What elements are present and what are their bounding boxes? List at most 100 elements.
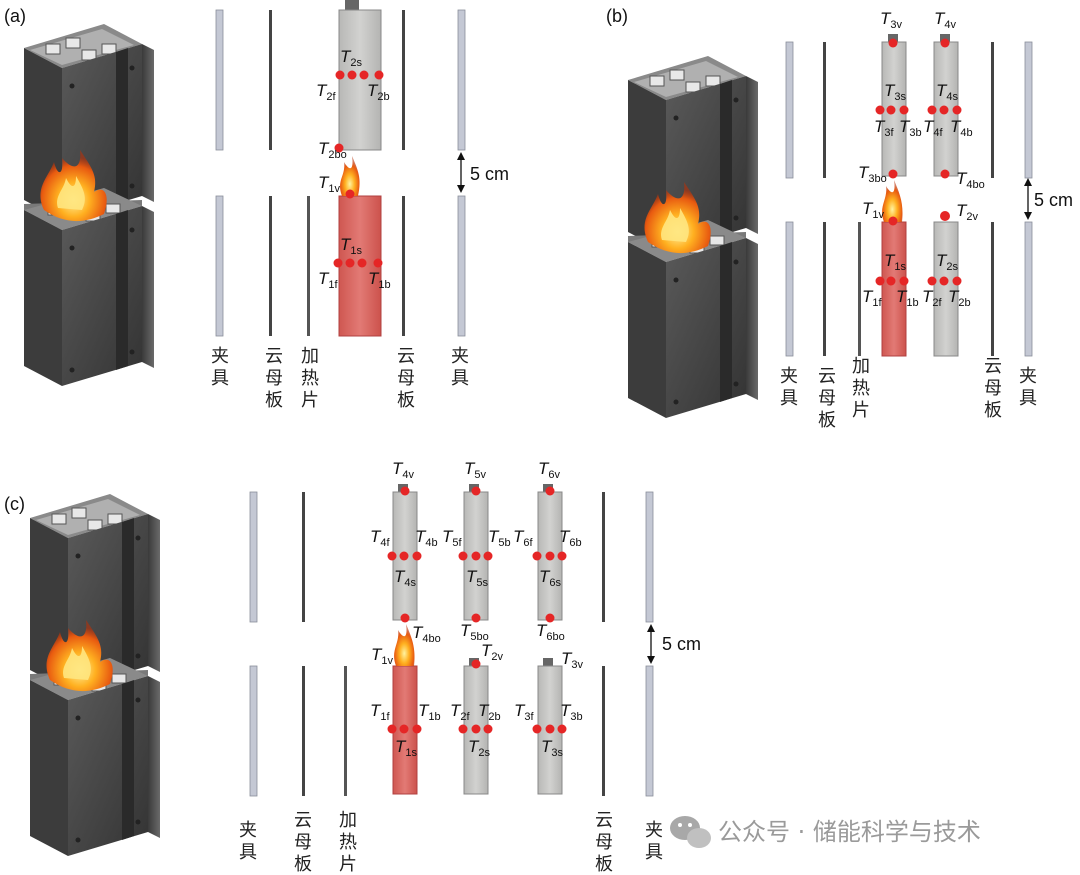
svg-text:T4bo: T4bo bbox=[412, 623, 441, 645]
svg-text:云母板: 云母板 bbox=[595, 810, 613, 875]
svg-text:T1f: T1f bbox=[370, 701, 391, 723]
svg-text:夹具: 夹具 bbox=[780, 366, 798, 409]
svg-text:T6s: T6s bbox=[539, 567, 562, 589]
svg-text:T3s: T3s bbox=[541, 737, 564, 759]
svg-text:T1s: T1s bbox=[884, 251, 907, 273]
watermark: 公众号 · 储能科学与技术 bbox=[670, 816, 981, 848]
svg-text:T3b: T3b bbox=[560, 701, 583, 723]
svg-text:T1v: T1v bbox=[862, 199, 885, 221]
svg-text:T4s: T4s bbox=[394, 567, 417, 589]
clamp-label-a-left: 夹具 bbox=[211, 346, 229, 389]
sensors-b bbox=[875, 38, 962, 286]
svg-text:云母板: 云母板 bbox=[984, 356, 1002, 421]
svg-text:T1f: T1f bbox=[318, 269, 339, 291]
cell-2-a bbox=[338, 9, 382, 151]
svg-text:T4b: T4b bbox=[950, 117, 973, 139]
clamp-label-a-right: 夹具 bbox=[451, 346, 469, 389]
svg-text:T3f: T3f bbox=[874, 117, 895, 139]
sensors-a bbox=[333, 70, 384, 268]
heater-label-a: 加热片 bbox=[301, 346, 319, 411]
svg-text:夹具: 夹具 bbox=[645, 820, 663, 863]
cell2-terminal-a bbox=[345, 0, 359, 12]
flame-a bbox=[340, 156, 360, 196]
svg-text:T2v: T2v bbox=[956, 201, 979, 223]
svg-text:夹具: 夹具 bbox=[1019, 366, 1037, 409]
clamp-bars-a bbox=[215, 9, 466, 337]
svg-text:T3b: T3b bbox=[899, 117, 922, 139]
svg-text:T4f: T4f bbox=[923, 117, 944, 139]
component-labels-c: 夹具 云母板 加热片 云母板 夹具 bbox=[239, 810, 663, 875]
svg-text:T2s: T2s bbox=[340, 47, 363, 69]
svg-text:5 cm: 5 cm bbox=[1034, 190, 1073, 210]
svg-text:T1s: T1s bbox=[395, 737, 418, 759]
svg-text:T1b: T1b bbox=[418, 701, 441, 723]
mica-label-a-left: 云母板 bbox=[265, 346, 283, 411]
svg-text:T1b: T1b bbox=[896, 287, 919, 309]
svg-text:T1v: T1v bbox=[371, 645, 394, 667]
flame-b bbox=[882, 180, 903, 222]
sensor-labels-c: T4v T5v T6v T4f T4b T5f T5b T6f T6b T4s … bbox=[370, 459, 584, 759]
svg-text:5 cm: 5 cm bbox=[470, 164, 509, 184]
svg-text:T1v: T1v bbox=[318, 173, 341, 195]
svg-text:T2b: T2b bbox=[948, 287, 971, 309]
svg-text:T4v: T4v bbox=[392, 459, 415, 481]
svg-text:T3v: T3v bbox=[561, 649, 584, 671]
svg-text:夹具: 夹具 bbox=[239, 820, 257, 863]
svg-text:5 cm: 5 cm bbox=[662, 634, 701, 654]
clamp-bars-b bbox=[785, 41, 1033, 357]
svg-text:T1f: T1f bbox=[862, 287, 883, 309]
heater-bar-a bbox=[307, 196, 310, 336]
svg-text:T3s: T3s bbox=[884, 81, 907, 103]
svg-text:云母板: 云母板 bbox=[818, 366, 836, 431]
heater-bar-c bbox=[344, 666, 347, 796]
svg-text:T5s: T5s bbox=[466, 567, 489, 589]
svg-text:T6bo: T6bo bbox=[536, 621, 565, 643]
svg-text:T6v: T6v bbox=[538, 459, 561, 481]
module-render-a bbox=[23, 23, 155, 387]
svg-text:T3v: T3v bbox=[880, 9, 903, 31]
svg-text:T1s: T1s bbox=[340, 235, 363, 257]
sensors-c bbox=[387, 486, 567, 734]
svg-text:加热片: 加热片 bbox=[852, 356, 870, 421]
wechat-icon bbox=[670, 816, 711, 848]
flame-c bbox=[394, 624, 415, 666]
mica-bars-b bbox=[823, 42, 994, 356]
svg-text:T5f: T5f bbox=[442, 527, 463, 549]
panel-c: (c) bbox=[4, 459, 701, 875]
svg-text:T1b: T1b bbox=[368, 269, 391, 291]
component-labels-a: 夹具 云母板 加热片 云母板 夹具 bbox=[211, 346, 469, 411]
sensor-labels-b: T3v T4v T3s T4s T3f T3b T4f T4b T3bo T4b… bbox=[858, 9, 985, 309]
mica-bars-a bbox=[269, 10, 405, 336]
dimension-b: 5 cm bbox=[1024, 178, 1073, 220]
panel-c-label: (c) bbox=[4, 494, 25, 514]
svg-text:T5bo: T5bo bbox=[460, 621, 489, 643]
svg-text:T4f: T4f bbox=[370, 527, 391, 549]
svg-text:T4b: T4b bbox=[415, 527, 438, 549]
dimension-a: 5 cm bbox=[457, 152, 509, 193]
svg-text:T2v: T2v bbox=[481, 641, 504, 663]
svg-text:T4bo: T4bo bbox=[956, 169, 985, 191]
svg-text:T2s: T2s bbox=[936, 251, 959, 273]
panel-a: (a) T2s T2f bbox=[4, 0, 509, 411]
module-render-c bbox=[29, 493, 161, 857]
svg-text:T5v: T5v bbox=[464, 459, 487, 481]
svg-text:T2b: T2b bbox=[367, 81, 390, 103]
panel-b: (b) T bbox=[606, 6, 1073, 431]
module-render-b bbox=[627, 55, 759, 419]
svg-text:T2s: T2s bbox=[468, 737, 491, 759]
svg-text:T5b: T5b bbox=[488, 527, 511, 549]
sensor-labels-a: T2s T2f T2b T2bo T1v T1s T1f T1b bbox=[316, 47, 391, 291]
svg-text:T2f: T2f bbox=[316, 81, 337, 103]
dimension-c: 5 cm bbox=[647, 624, 701, 664]
svg-text:T6b: T6b bbox=[559, 527, 582, 549]
cell-1-heated-b bbox=[881, 221, 907, 357]
panel-b-label: (b) bbox=[606, 6, 628, 26]
clamp-bars-c bbox=[249, 491, 654, 797]
watermark-text: 公众号 · 储能科学与技术 bbox=[718, 818, 981, 846]
heater-bar-b bbox=[858, 222, 861, 356]
svg-text:T6f: T6f bbox=[513, 527, 534, 549]
svg-text:T2f: T2f bbox=[922, 287, 943, 309]
svg-text:T3bo: T3bo bbox=[858, 163, 887, 185]
svg-text:T4v: T4v bbox=[934, 9, 957, 31]
